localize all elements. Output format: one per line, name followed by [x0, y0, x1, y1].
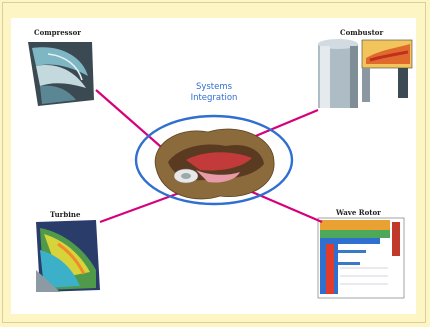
compressor-image — [28, 42, 94, 106]
wave-rotor-label: Wave Rotor — [336, 208, 381, 217]
page-frame — [2, 2, 426, 323]
system-integration-line1: Systems — [195, 82, 233, 92]
turbine-image — [36, 220, 100, 292]
integration-ellipse — [134, 114, 294, 206]
turbine-label: Turbine — [50, 210, 81, 219]
compressor-label: Compressor — [34, 28, 81, 37]
wave-rotor-image — [317, 217, 405, 299]
engine-model — [154, 128, 275, 200]
combustor-connector — [245, 108, 319, 142]
system-integration-title: Systems Integration — [184, 82, 244, 104]
combustor-image — [318, 39, 413, 108]
system-integration-line2: Integration — [190, 93, 238, 103]
combustor-label: Combustor — [340, 28, 384, 37]
